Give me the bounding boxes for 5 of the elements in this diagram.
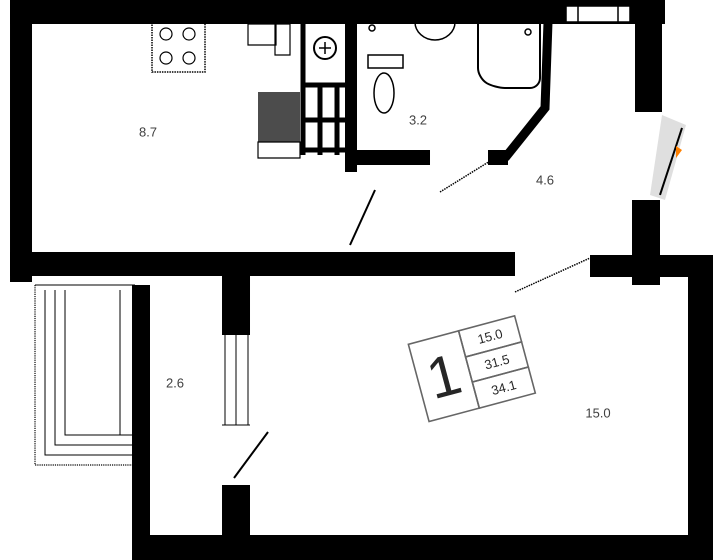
- area-label: 8.7: [140, 127, 156, 137]
- area-label: 4.6: [536, 175, 554, 185]
- area-label: 2.6: [166, 378, 184, 388]
- area-label: 15.0: [586, 408, 610, 418]
- area-label: 3.2: [410, 115, 426, 125]
